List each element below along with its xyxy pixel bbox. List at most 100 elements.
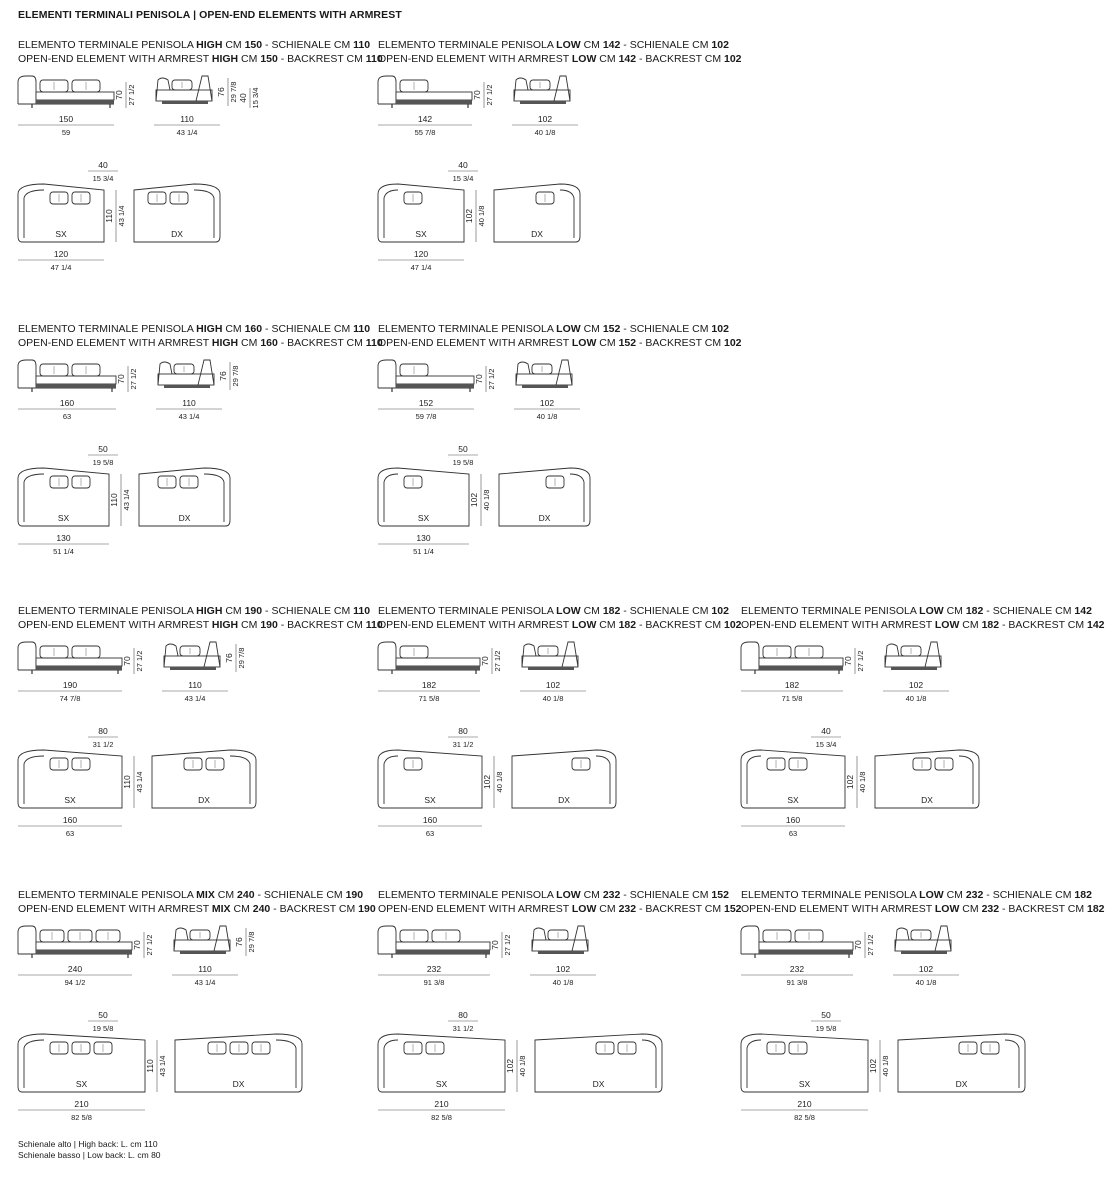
page-title: ELEMENTI TERMINALI PENISOLA | OPEN-END E… bbox=[18, 9, 402, 21]
front-armrest bbox=[740, 925, 760, 954]
element-block-10: ELEMENTO TERMINALE PENISOLA LOW CM 232 -… bbox=[740, 888, 1105, 1168]
depth-dim-in: 15 3/4 bbox=[816, 740, 837, 749]
side-width-dim-cm: 102 bbox=[909, 680, 923, 690]
title-part: CM bbox=[238, 337, 261, 349]
depth-dim-in: 19 5/8 bbox=[93, 458, 114, 467]
element-block-3: ELEMENTO TERMINALE PENISOLA HIGH CM 160 … bbox=[17, 322, 383, 602]
footer-notes: Schienale alto | High back: L. cm 110 Sc… bbox=[18, 1139, 161, 1161]
title-part: MIX bbox=[211, 903, 231, 915]
plan-width-dim-in: 51 1/4 bbox=[413, 547, 434, 556]
side-width-dim-cm: 110 bbox=[180, 114, 194, 124]
side-width-dim-cm: 102 bbox=[540, 398, 554, 408]
side-backrest bbox=[203, 641, 221, 668]
front-seat bbox=[758, 941, 854, 951]
title-part: CM bbox=[959, 903, 982, 915]
block-title-italian: ELEMENTO TERMINALE PENISOLA LOW CM 232 -… bbox=[378, 888, 729, 902]
title-part: - BACKREST CM bbox=[277, 619, 366, 631]
plan-dx-outline bbox=[897, 1033, 1026, 1093]
depth-dim-cm: 80 bbox=[98, 726, 108, 736]
plan-sx: SX bbox=[740, 1033, 869, 1093]
front-width-dim-cm: 182 bbox=[422, 680, 436, 690]
title-part: HIGH bbox=[211, 337, 239, 349]
side-seat bbox=[173, 939, 231, 952]
plan-dx-label: DX bbox=[171, 229, 183, 239]
side-width-dim-cm: 102 bbox=[919, 964, 933, 974]
plan-width-dim-in: 47 1/4 bbox=[51, 263, 72, 272]
plan-depth-dim-cm: 102 bbox=[868, 1059, 878, 1073]
block-title-italian: ELEMENTO TERMINALE PENISOLA LOW CM 152 -… bbox=[378, 322, 729, 336]
plan-dx-label: DX bbox=[593, 1079, 605, 1089]
plan-width-dim-in: 51 1/4 bbox=[53, 547, 74, 556]
side-backrest bbox=[924, 641, 942, 668]
side-armrest bbox=[521, 643, 537, 668]
element-block-5: ELEMENTO TERMINALE PENISOLA HIGH CM 190 … bbox=[17, 604, 383, 884]
side-backrest bbox=[561, 641, 579, 668]
plan-dx-label: DX bbox=[539, 513, 551, 523]
title-part: 110 bbox=[365, 53, 383, 65]
block-title-italian: ELEMENTO TERMINALE PENISOLA LOW CM 142 -… bbox=[378, 38, 729, 52]
plan-depth-dim-cm: 110 bbox=[104, 209, 114, 223]
depth-dim-in: 19 5/8 bbox=[93, 1024, 114, 1033]
side-backrest bbox=[934, 925, 952, 952]
plan-dx-label: DX bbox=[956, 1079, 968, 1089]
plan-depth-dim-cm: 110 bbox=[109, 493, 119, 507]
depth-dim-in: 15 3/4 bbox=[453, 174, 474, 183]
plan-dx-outline bbox=[511, 749, 617, 809]
plan-dx-label: DX bbox=[179, 513, 191, 523]
front-width-dim-cm: 232 bbox=[427, 964, 441, 974]
plan-sx: SX bbox=[377, 183, 465, 243]
title-part: OPEN-END ELEMENT WITH ARMREST bbox=[18, 619, 212, 631]
depth-dim-in: 31 1/2 bbox=[93, 740, 114, 749]
plan-dx: DX bbox=[874, 749, 980, 809]
title-part: ELEMENTO TERMINALE PENISOLA bbox=[18, 323, 197, 335]
side-width-dim-in: 40 1/8 bbox=[916, 978, 937, 987]
depth-dim-cm: 50 bbox=[458, 444, 468, 454]
element-block-8: ELEMENTO TERMINALE PENISOLA MIX CM 240 -… bbox=[17, 888, 376, 1168]
title-part: 110 bbox=[353, 39, 371, 51]
title-part: - BACKREST CM bbox=[999, 619, 1087, 631]
plan-width-dim-cm: 210 bbox=[74, 1099, 88, 1109]
front-width-dim-in: 71 5/8 bbox=[782, 694, 803, 703]
plan-depth-dim-in: 43 1/4 bbox=[135, 772, 144, 793]
side-backrest bbox=[213, 925, 231, 952]
front-height-dim-cm: 70 bbox=[853, 940, 863, 950]
front-height-dim-cm: 70 bbox=[480, 656, 490, 666]
plan-sx-arm-inner bbox=[23, 473, 45, 522]
title-part: MIX bbox=[196, 889, 215, 901]
side-armrest bbox=[884, 643, 900, 668]
title-part: 182 bbox=[1074, 889, 1092, 901]
front-height-dim-in: 27 1/2 bbox=[485, 85, 494, 106]
block-title-italian: ELEMENTO TERMINALE PENISOLA MIX CM 240 -… bbox=[18, 888, 363, 902]
title-part: 142 bbox=[1074, 605, 1092, 617]
title-part: 190 bbox=[244, 605, 263, 617]
front-width-dim-in: 59 bbox=[62, 128, 70, 137]
plan-sx-arm-inner bbox=[383, 473, 399, 522]
plan-width-dim-in: 82 5/8 bbox=[794, 1113, 815, 1122]
title-part: ELEMENTO TERMINALE PENISOLA bbox=[18, 605, 197, 617]
plan-dx-arm-inner bbox=[275, 1039, 297, 1088]
element-block-2: ELEMENTO TERMINALE PENISOLA LOW CM 142 -… bbox=[377, 38, 742, 318]
title-part: OPEN-END ELEMENT WITH ARMREST bbox=[18, 337, 212, 349]
title-part: - SCHIENALE CM bbox=[262, 605, 354, 617]
side-armrest bbox=[531, 927, 547, 952]
plan-dx-arm-inner bbox=[569, 473, 585, 522]
plan-dx-outline bbox=[151, 749, 257, 809]
side-armrest bbox=[157, 361, 173, 386]
side-plinth bbox=[528, 667, 574, 670]
title-part: - BACKREST CM bbox=[277, 53, 366, 65]
title-part: CM bbox=[943, 889, 966, 901]
title-part: LOW bbox=[919, 889, 944, 901]
title-part: 152 bbox=[618, 337, 637, 349]
side-armrest bbox=[163, 643, 179, 668]
title-part: LOW bbox=[571, 619, 597, 631]
side-seat bbox=[513, 89, 571, 102]
plan-depth-dim-in: 40 1/8 bbox=[518, 1056, 527, 1077]
title-part: CM bbox=[580, 39, 603, 51]
depth-dim-in: 19 5/8 bbox=[816, 1024, 837, 1033]
side-width-dim-cm: 102 bbox=[546, 680, 560, 690]
title-part: CM bbox=[596, 903, 619, 915]
depth-dim-cm: 50 bbox=[98, 444, 108, 454]
title-part: OPEN-END ELEMENT WITH ARMREST bbox=[741, 619, 935, 631]
